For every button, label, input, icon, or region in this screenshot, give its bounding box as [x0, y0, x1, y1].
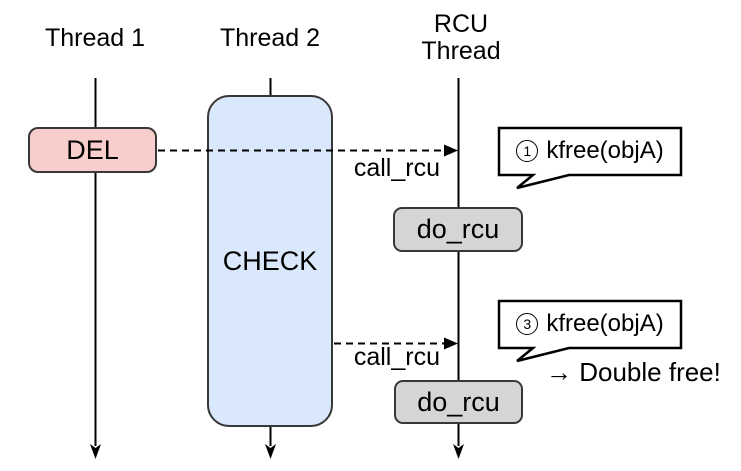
speech-bubble-1-shape: [497, 126, 683, 190]
call-rcu-arrow-2-head-icon: [444, 337, 458, 350]
rcu-thread-label: RCU Thread: [391, 11, 531, 65]
thread2-label: Thread 2: [219, 24, 321, 52]
callout-1-text: kfree(objA): [546, 136, 664, 164]
double-free-note: → Double free!: [546, 357, 721, 387]
speech-bubble-2-shape: [497, 299, 683, 363]
circled-3-icon: 3: [516, 312, 539, 335]
do-rcu-label-2: do_rcu: [417, 386, 500, 417]
del-label: DEL: [66, 134, 119, 165]
rcu-thread-label-line1: RCU: [433, 10, 489, 38]
del-box: DEL: [28, 127, 157, 173]
do-rcu-box-2: do_rcu: [394, 380, 523, 424]
rcu-thread-label-line2: Thread: [421, 37, 501, 65]
thread1-label: Thread 1: [44, 24, 146, 52]
thread1-arrowhead-icon: [90, 444, 101, 459]
circled-1-icon: 1: [516, 139, 539, 162]
call-rcu-label-1: call_rcu: [353, 154, 440, 182]
thread2-arrowhead-icon: [265, 444, 276, 459]
rcu-arrowhead-icon: [453, 444, 464, 459]
call-rcu-label-2: call_rcu: [353, 343, 440, 371]
callout-1-bubble: [497, 126, 683, 190]
check-label: CHECK: [222, 245, 318, 276]
do-rcu-box-1: do_rcu: [393, 207, 523, 252]
do-rcu-label-1: do_rcu: [416, 214, 500, 244]
callout-2-text: kfree(objA): [546, 309, 664, 337]
call-rcu-arrow-1-head-icon: [444, 144, 458, 157]
callout-2-bubble: [497, 299, 683, 363]
callout-2: 3 kfree(objA): [497, 299, 683, 348]
callout-1: 1 kfree(objA): [497, 126, 683, 175]
